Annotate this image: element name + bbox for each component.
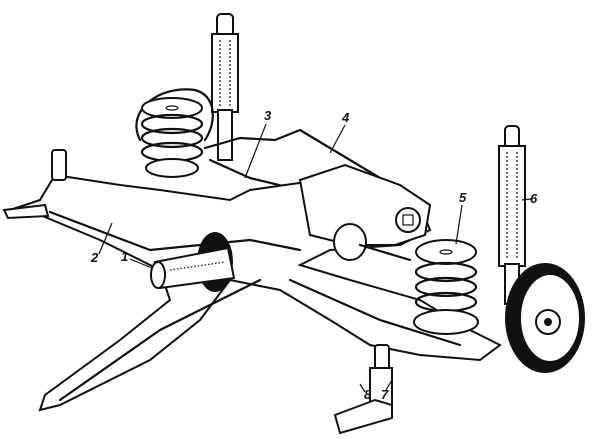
left-shock-absorber — [211, 13, 239, 161]
callout-8: 8 — [364, 387, 372, 402]
differential — [298, 163, 432, 262]
callout-3: 3 — [264, 108, 272, 123]
right-shock-absorber — [498, 125, 526, 305]
leader-lines — [98, 123, 532, 393]
right-hub — [505, 263, 585, 373]
callout-7: 7 — [381, 387, 389, 402]
right-spring — [413, 239, 479, 335]
callout-2: 2 — [91, 250, 99, 265]
left-mount — [2, 149, 67, 220]
callout-6: 6 — [530, 191, 538, 206]
pivot-pin — [150, 246, 236, 290]
left-spring — [135, 88, 214, 178]
callout-4: 4 — [342, 110, 350, 125]
stabilizer-bar — [203, 128, 382, 180]
callout-1: 1 — [121, 249, 129, 264]
right-mount — [333, 344, 393, 435]
callout-5: 5 — [459, 190, 467, 205]
